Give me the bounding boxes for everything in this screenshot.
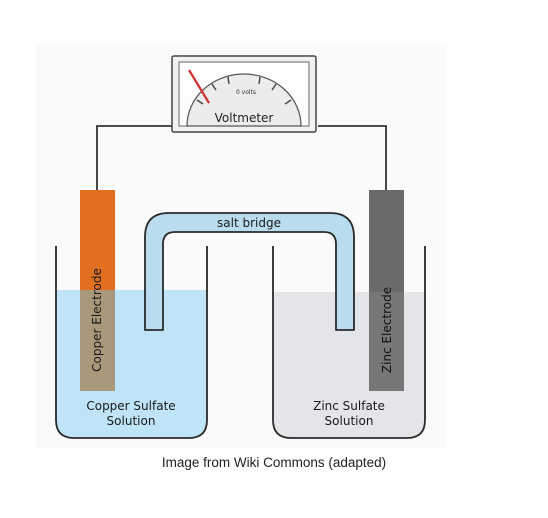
zinc-electrode-submerged [369, 292, 404, 391]
image-caption: Image from Wiki Commons (adapted) [161, 455, 387, 470]
copper-electrode-upper [80, 190, 115, 290]
right-wire [318, 125, 387, 190]
voltmeter-scale-label: 0 volts [236, 89, 256, 96]
voltmeter-label: Voltmeter [215, 111, 274, 125]
copper-electrode-label: Copper Electrode [90, 268, 104, 372]
salt-bridge-tube [144, 212, 355, 331]
voltmeter-dial [186, 73, 302, 127]
copper-electrode: Copper Electrode [80, 190, 115, 391]
right-solution-label-line1: Zinc Sulfate [313, 399, 385, 413]
left-wire [96, 125, 174, 190]
left-solution-label-line2: Solution [107, 414, 156, 428]
salt-bridge: salt bridge [144, 212, 355, 331]
copper-electrode-submerged [80, 290, 115, 391]
right-beaker [272, 246, 426, 439]
zinc-electrode-upper [369, 190, 404, 292]
left-solution-label-line1: Copper Sulfate [86, 399, 175, 413]
zinc-electrode: Zinc Electrode [369, 190, 404, 391]
right-solution-label-line2: Solution [325, 414, 374, 428]
left-beaker [55, 246, 208, 439]
salt-bridge-label: salt bridge [217, 216, 281, 230]
zinc-electrode-label: Zinc Electrode [380, 287, 394, 373]
voltmeter-needle [188, 69, 210, 104]
voltmeter: 0 volts Voltmeter [171, 55, 317, 133]
dial-ticks [196, 76, 292, 105]
